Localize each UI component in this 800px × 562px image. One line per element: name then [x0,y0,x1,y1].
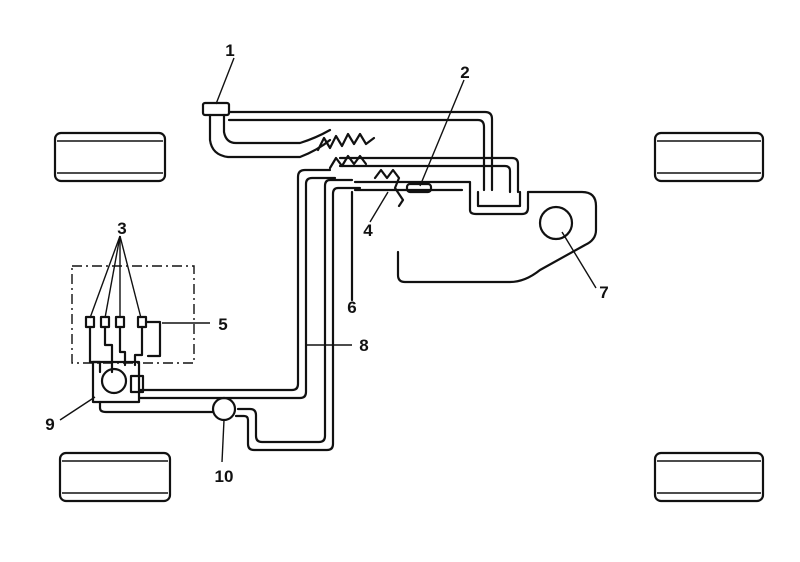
callout-3: 3 [117,219,126,238]
inline-filter [211,396,237,422]
corrugated-hose [316,132,376,170]
callout-10: 10 [215,467,234,486]
fuel-filter-assembly [91,360,214,414]
injector-lines [84,315,162,374]
callout-8: 8 [359,336,368,355]
wheel-front-left [53,131,167,183]
wheel-rear-left [58,451,172,503]
evap-lines [353,168,472,208]
fuel-lines-main [138,168,362,452]
filler-vent-lines [227,110,520,194]
callout-7: 7 [599,283,608,302]
fuel-tank [396,190,598,284]
callout-4: 4 [363,221,373,240]
callout-1: 1 [225,41,234,60]
callout-leaders [59,57,597,463]
callout-6: 6 [347,298,356,317]
callout-2: 2 [460,63,469,82]
callout-5: 5 [218,315,227,334]
wheel-rear-right [653,451,765,503]
wheel-front-right [653,131,765,183]
callout-9: 9 [45,415,54,434]
